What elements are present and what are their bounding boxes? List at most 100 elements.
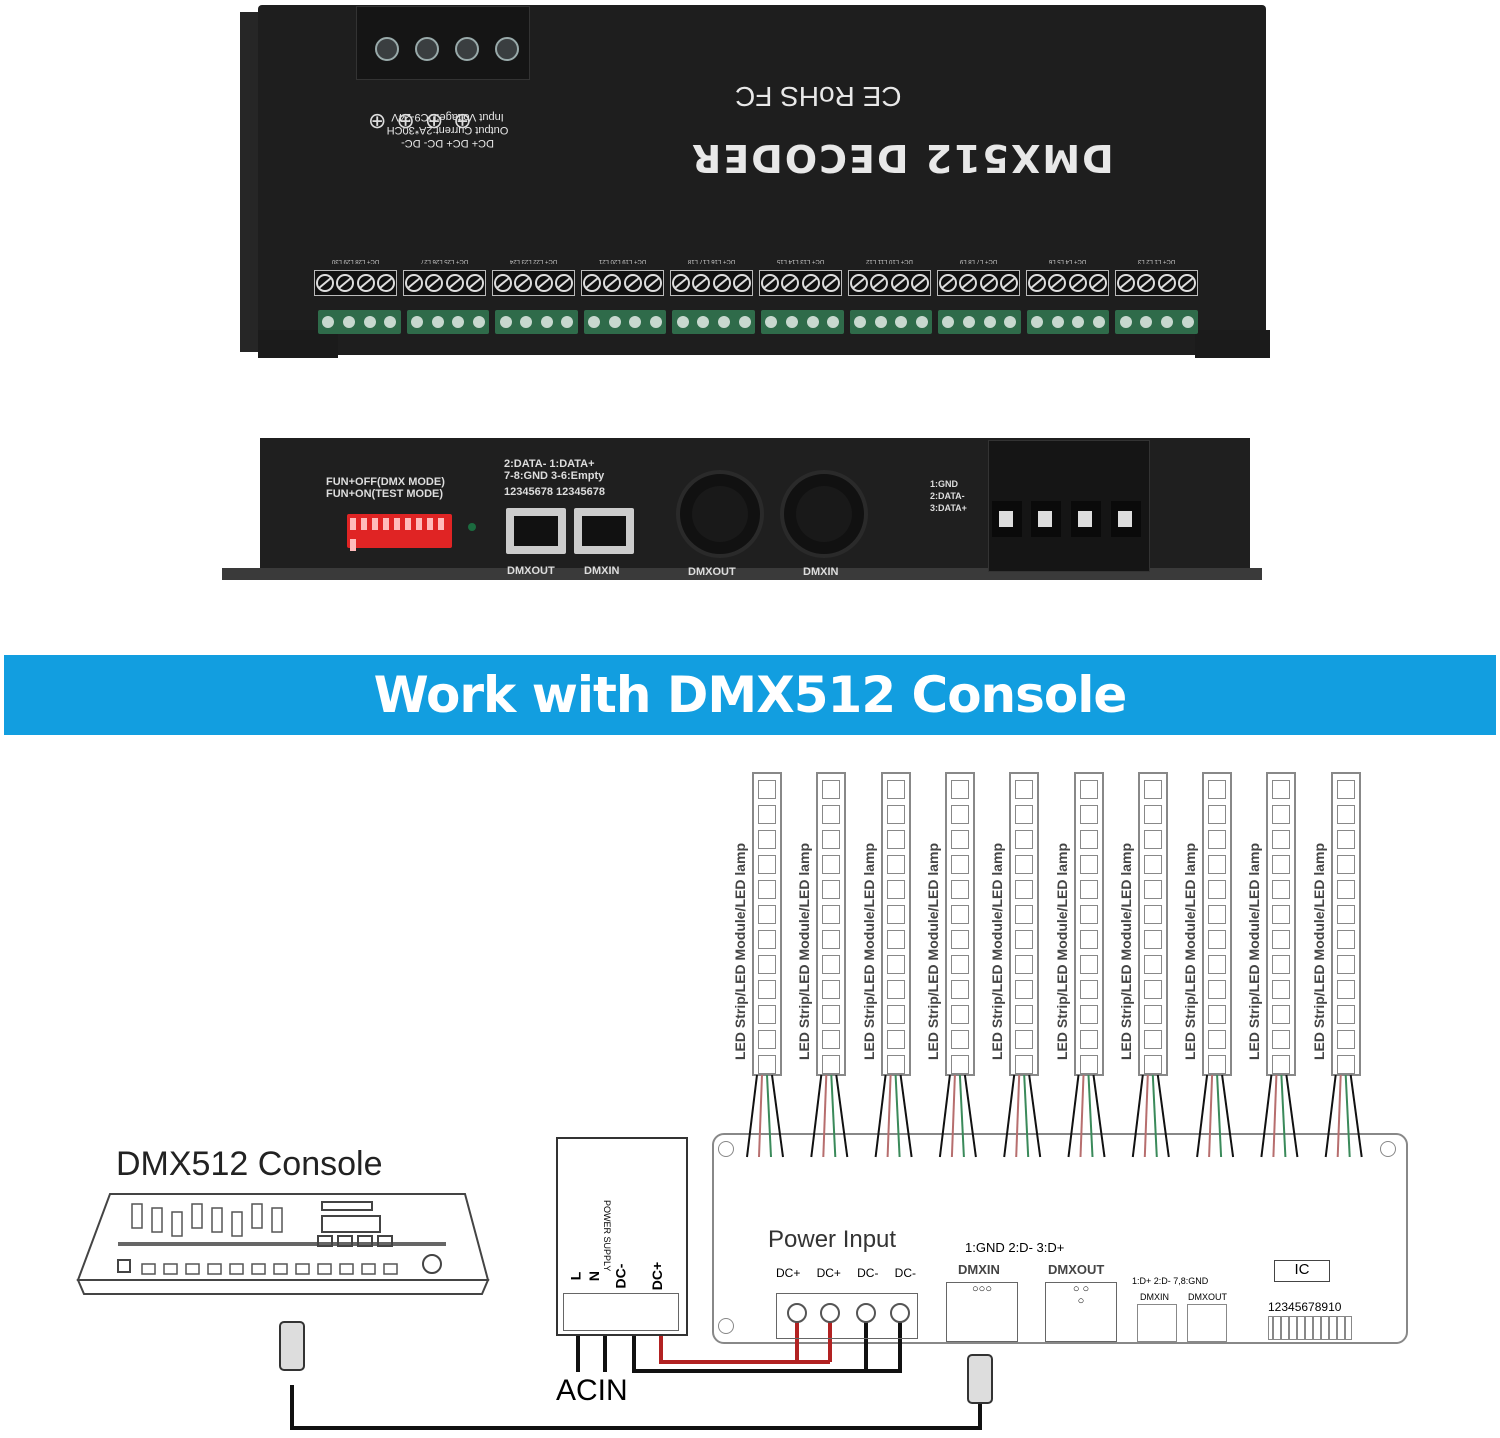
xlr-dmxout-port[interactable] [676, 470, 764, 558]
rj45-dmxout-port[interactable] [506, 508, 566, 554]
terminal-screw-icon [856, 1303, 876, 1323]
rj45-pinout-line: 12345678 12345678 [504, 486, 605, 498]
led-cell [950, 980, 969, 999]
console-button [207, 1263, 222, 1275]
rj45-in-label: DMXIN [1140, 1292, 1169, 1302]
power-input-label: Power Input [768, 1226, 897, 1253]
xlr-plug-icon [279, 1321, 305, 1371]
screw-icon [738, 316, 751, 328]
console-button [317, 1263, 332, 1275]
screw-icon [915, 316, 928, 328]
screw-icon [1157, 274, 1176, 292]
terminal-group [314, 270, 397, 296]
led-cell [1079, 955, 1098, 974]
ic-chip-label: IC [1274, 1260, 1330, 1282]
led-cell [1015, 780, 1034, 799]
psu-terminal-label: DC+ [649, 1261, 666, 1291]
screw-icon [761, 274, 780, 292]
led-cell [822, 780, 841, 799]
led-cell [1272, 930, 1291, 949]
screw-icon [1119, 316, 1132, 328]
led-cell [1015, 955, 1034, 974]
strip-wire [899, 1074, 913, 1158]
screw-icon [676, 316, 689, 328]
strip-wire [1324, 1074, 1337, 1158]
strip-wire [746, 1074, 758, 1158]
console-button [361, 1263, 376, 1275]
xlr-in-socket: ○○○ [946, 1282, 1018, 1342]
terminal-pinout: 1:GND 2:DATA- 3:DATA+ [930, 478, 967, 514]
led-cell [950, 955, 969, 974]
led-cell [822, 980, 841, 999]
xlr-out-label: DMXOUT [688, 566, 736, 578]
led-cell [1208, 930, 1227, 949]
led-cell [1208, 980, 1227, 999]
strip-wire [1087, 1074, 1094, 1158]
green-connector [760, 310, 844, 334]
pinout-line: 3:DATA+ [930, 503, 967, 513]
strip-wire [1208, 1074, 1214, 1158]
strip-wire [1143, 1074, 1149, 1158]
led-cell [950, 830, 969, 849]
strip-wire [758, 1074, 763, 1158]
led-cell [886, 855, 905, 874]
terminal-slot [1111, 501, 1141, 537]
screw-icon [874, 316, 887, 328]
screw-icon [455, 37, 479, 61]
console-button [317, 1235, 333, 1247]
screw-icon [415, 37, 439, 61]
green-connector [672, 310, 755, 334]
rj45-pinout: 2:DATA- 1:DATA+ 7-8:GND 3-6:Empty 123456… [504, 458, 605, 498]
led-cell [1015, 1055, 1034, 1074]
terminal-label: DC+ [776, 1266, 801, 1280]
led-cell [1208, 830, 1227, 849]
screw-icon [384, 316, 397, 328]
rj45-in-socket [1137, 1304, 1177, 1342]
screw-icon [785, 316, 798, 328]
dip-switch[interactable] [347, 514, 452, 551]
screw-icon [425, 274, 444, 292]
led-cell [822, 855, 841, 874]
rj45-dmxin-port[interactable] [574, 508, 634, 554]
led-cell [1015, 880, 1034, 899]
screw-icon [870, 274, 889, 292]
psu-terminal-block [563, 1293, 679, 1331]
screw-icon [336, 274, 355, 292]
screw-icon [554, 274, 573, 292]
screw-icon [465, 274, 484, 292]
screw-icon [494, 274, 513, 292]
led-cell [1272, 980, 1291, 999]
led-cell [822, 930, 841, 949]
led-cell [1143, 780, 1162, 799]
led-cell [950, 930, 969, 949]
screw-icon [827, 316, 840, 328]
psu-terminal-label: N [585, 1270, 602, 1282]
console-fader [191, 1203, 203, 1229]
screw-icon [316, 274, 335, 292]
psu-terminal-label: L [567, 1271, 584, 1281]
rj45-pinout-line: 7-8:GND 3-6:Empty [504, 470, 605, 482]
screw-icon [561, 316, 574, 328]
led-cell [822, 955, 841, 974]
terminal-label: DC- [894, 1266, 916, 1280]
strip-wire [1079, 1074, 1085, 1158]
strip-wire [835, 1074, 849, 1158]
led-cell [822, 830, 841, 849]
screw-icon [405, 274, 424, 292]
console-button [273, 1263, 288, 1275]
console-fader [171, 1211, 183, 1237]
led-cell [886, 1030, 905, 1049]
screw-icon [717, 316, 730, 328]
dip-numbers: 12345678910 [1268, 1300, 1342, 1314]
led-cell [758, 1005, 776, 1024]
strip-wire [1280, 1074, 1287, 1158]
screw-icon [431, 316, 444, 328]
xlr-dmxin-port[interactable] [780, 470, 868, 558]
xlr-plug-icon [967, 1354, 993, 1404]
screw-icon [806, 316, 819, 328]
terminal-label: DC- [857, 1266, 879, 1280]
screw-icon [1072, 316, 1085, 328]
rj45-pinout-line: 2:DATA- 1:DATA+ [504, 458, 595, 470]
psu-label: POWER SUPPLY [602, 1200, 612, 1272]
screw-icon [1004, 316, 1017, 328]
